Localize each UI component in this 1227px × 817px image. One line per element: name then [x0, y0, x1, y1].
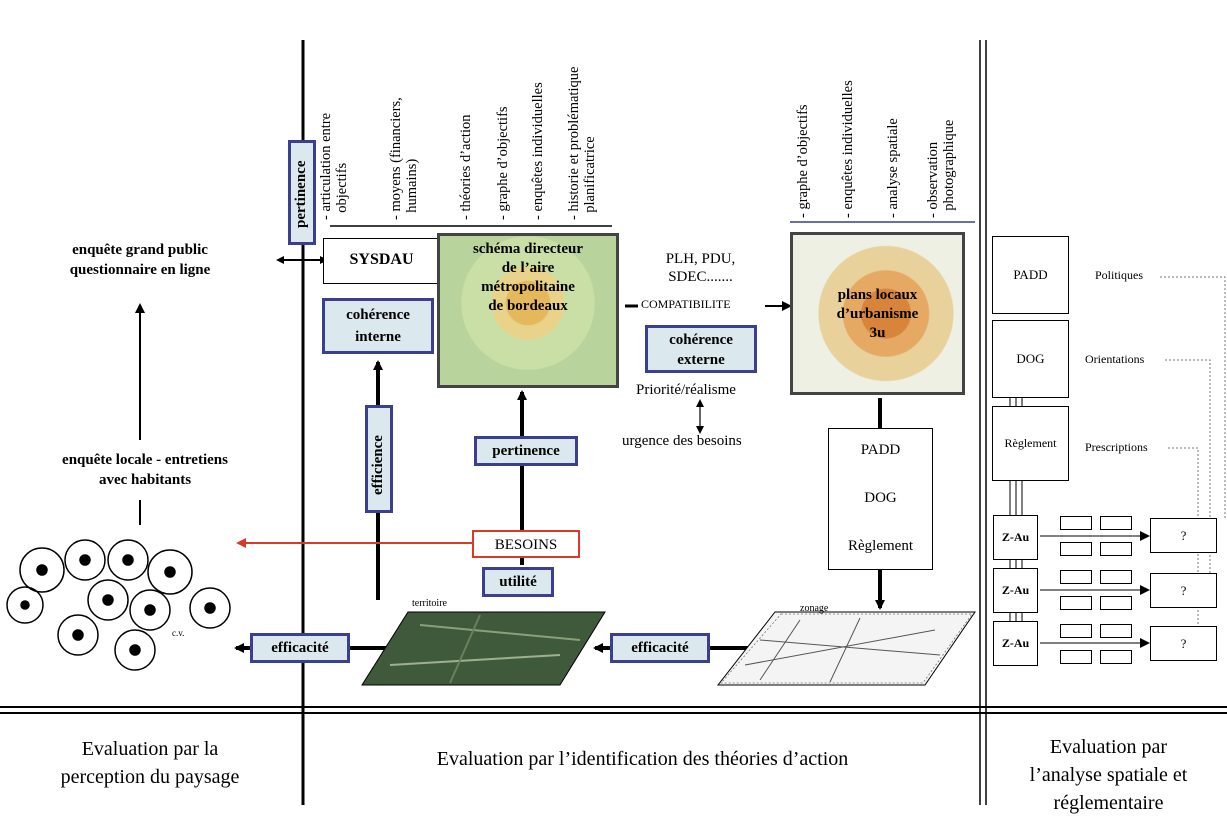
plu-padd: PADD — [860, 442, 901, 458]
coherence-interne-box: cohérence interne — [322, 298, 434, 354]
plu-label: plans locaux d’urbanisme 3u — [836, 287, 919, 341]
label-enquetes: - enquêtes individuelles — [530, 82, 546, 220]
zone-rect — [1100, 596, 1132, 610]
besoins-box: BESOINS — [472, 530, 580, 558]
sysdau-box: SYSDAU — [323, 238, 440, 284]
plh-label: PLH, PDU, SDEC....... — [665, 251, 736, 285]
efficience-label: efficience — [370, 435, 386, 495]
label-analyse: - analyse spatiale — [885, 118, 901, 218]
urgence-label: urgence des besoins — [622, 433, 742, 449]
plu-dog: DOG — [864, 490, 897, 506]
pertinence-vertical-box — [288, 140, 316, 245]
footer-left: Evaluation par la perception du paysage — [60, 738, 240, 788]
zone-rect — [1100, 570, 1132, 584]
zone-rect — [1060, 624, 1092, 638]
label-historie: - historie et problématique planificatri… — [566, 66, 598, 220]
right-reglement-box: Règlement — [992, 406, 1069, 481]
orientations-label: Orientations — [1085, 352, 1145, 366]
schema-directeur-map — [437, 233, 619, 388]
pertinence-box: pertinence — [474, 436, 578, 466]
label-graphe: - graphe d’objectifs — [495, 106, 511, 220]
question-box-3: ? — [1150, 626, 1217, 661]
coherence-externe-box: cohérence externe — [645, 325, 757, 373]
zone-rect — [1060, 516, 1092, 530]
zone-rect — [1060, 570, 1092, 584]
label-articulation: - articulation entre objectifs — [318, 112, 350, 220]
footer-right: Evaluation par l’analyse spatiale et rég… — [1029, 736, 1188, 814]
efficacite-center-box: efficacité — [610, 633, 710, 663]
utilite-box: utilité — [482, 567, 554, 597]
right-padd-box: PADD — [992, 236, 1069, 314]
eyes-sketch — [6, 539, 231, 671]
zonage-label: zonage — [800, 603, 829, 614]
zone-rect — [1100, 624, 1132, 638]
zone-rect — [1100, 542, 1132, 556]
priorite-label: Priorité/réalisme — [636, 382, 736, 398]
zau-box-2: Z-Au — [993, 568, 1038, 613]
label-enquetes-2: - enquêtes individuelles — [840, 80, 856, 218]
right-dog-box: DOG — [992, 320, 1069, 398]
label-graphe-2: - graphe d’objectifs — [795, 104, 811, 218]
zau-box-3: Z-Au — [993, 621, 1038, 666]
label-moyens: - moyens (financiers, humains) — [388, 97, 420, 220]
pertinence-vertical-label: pertinence — [293, 160, 309, 228]
plu-map — [790, 232, 965, 395]
question-box-1: ? — [1150, 518, 1217, 553]
question-box-2: ? — [1150, 573, 1217, 608]
schema-directeur-label: schéma directeur de l’aire métropolitain… — [472, 241, 584, 314]
zau-box-1: Z-Au — [993, 515, 1038, 560]
politiques-label: Politiques — [1095, 268, 1144, 282]
territoire-label: territoire — [412, 598, 447, 609]
zone-rect — [1100, 650, 1132, 664]
locale-label: enquête locale - entretiens avec habitan… — [62, 452, 228, 488]
grand-public-label: enquête grand public questionnaire en li… — [69, 242, 211, 278]
zone-rect — [1060, 542, 1092, 556]
zone-rect — [1060, 650, 1092, 664]
label-theories: - théories d’action — [458, 114, 474, 221]
efficience-box — [365, 405, 393, 513]
efficacite-left-box: efficacité — [250, 633, 350, 663]
prescriptions-label: Prescriptions — [1085, 440, 1148, 454]
zone-rect — [1100, 516, 1132, 530]
compatibilite-label: COMPATIBILITE — [641, 297, 731, 311]
sketch-signature: c.v. — [172, 628, 185, 638]
plu-documents-box — [828, 428, 933, 570]
zone-rect — [1060, 596, 1092, 610]
label-observation: - observation photographique — [925, 119, 957, 218]
plu-reglement: Règlement — [848, 538, 913, 554]
footer-center: Evaluation par l’identification des théo… — [436, 748, 849, 770]
